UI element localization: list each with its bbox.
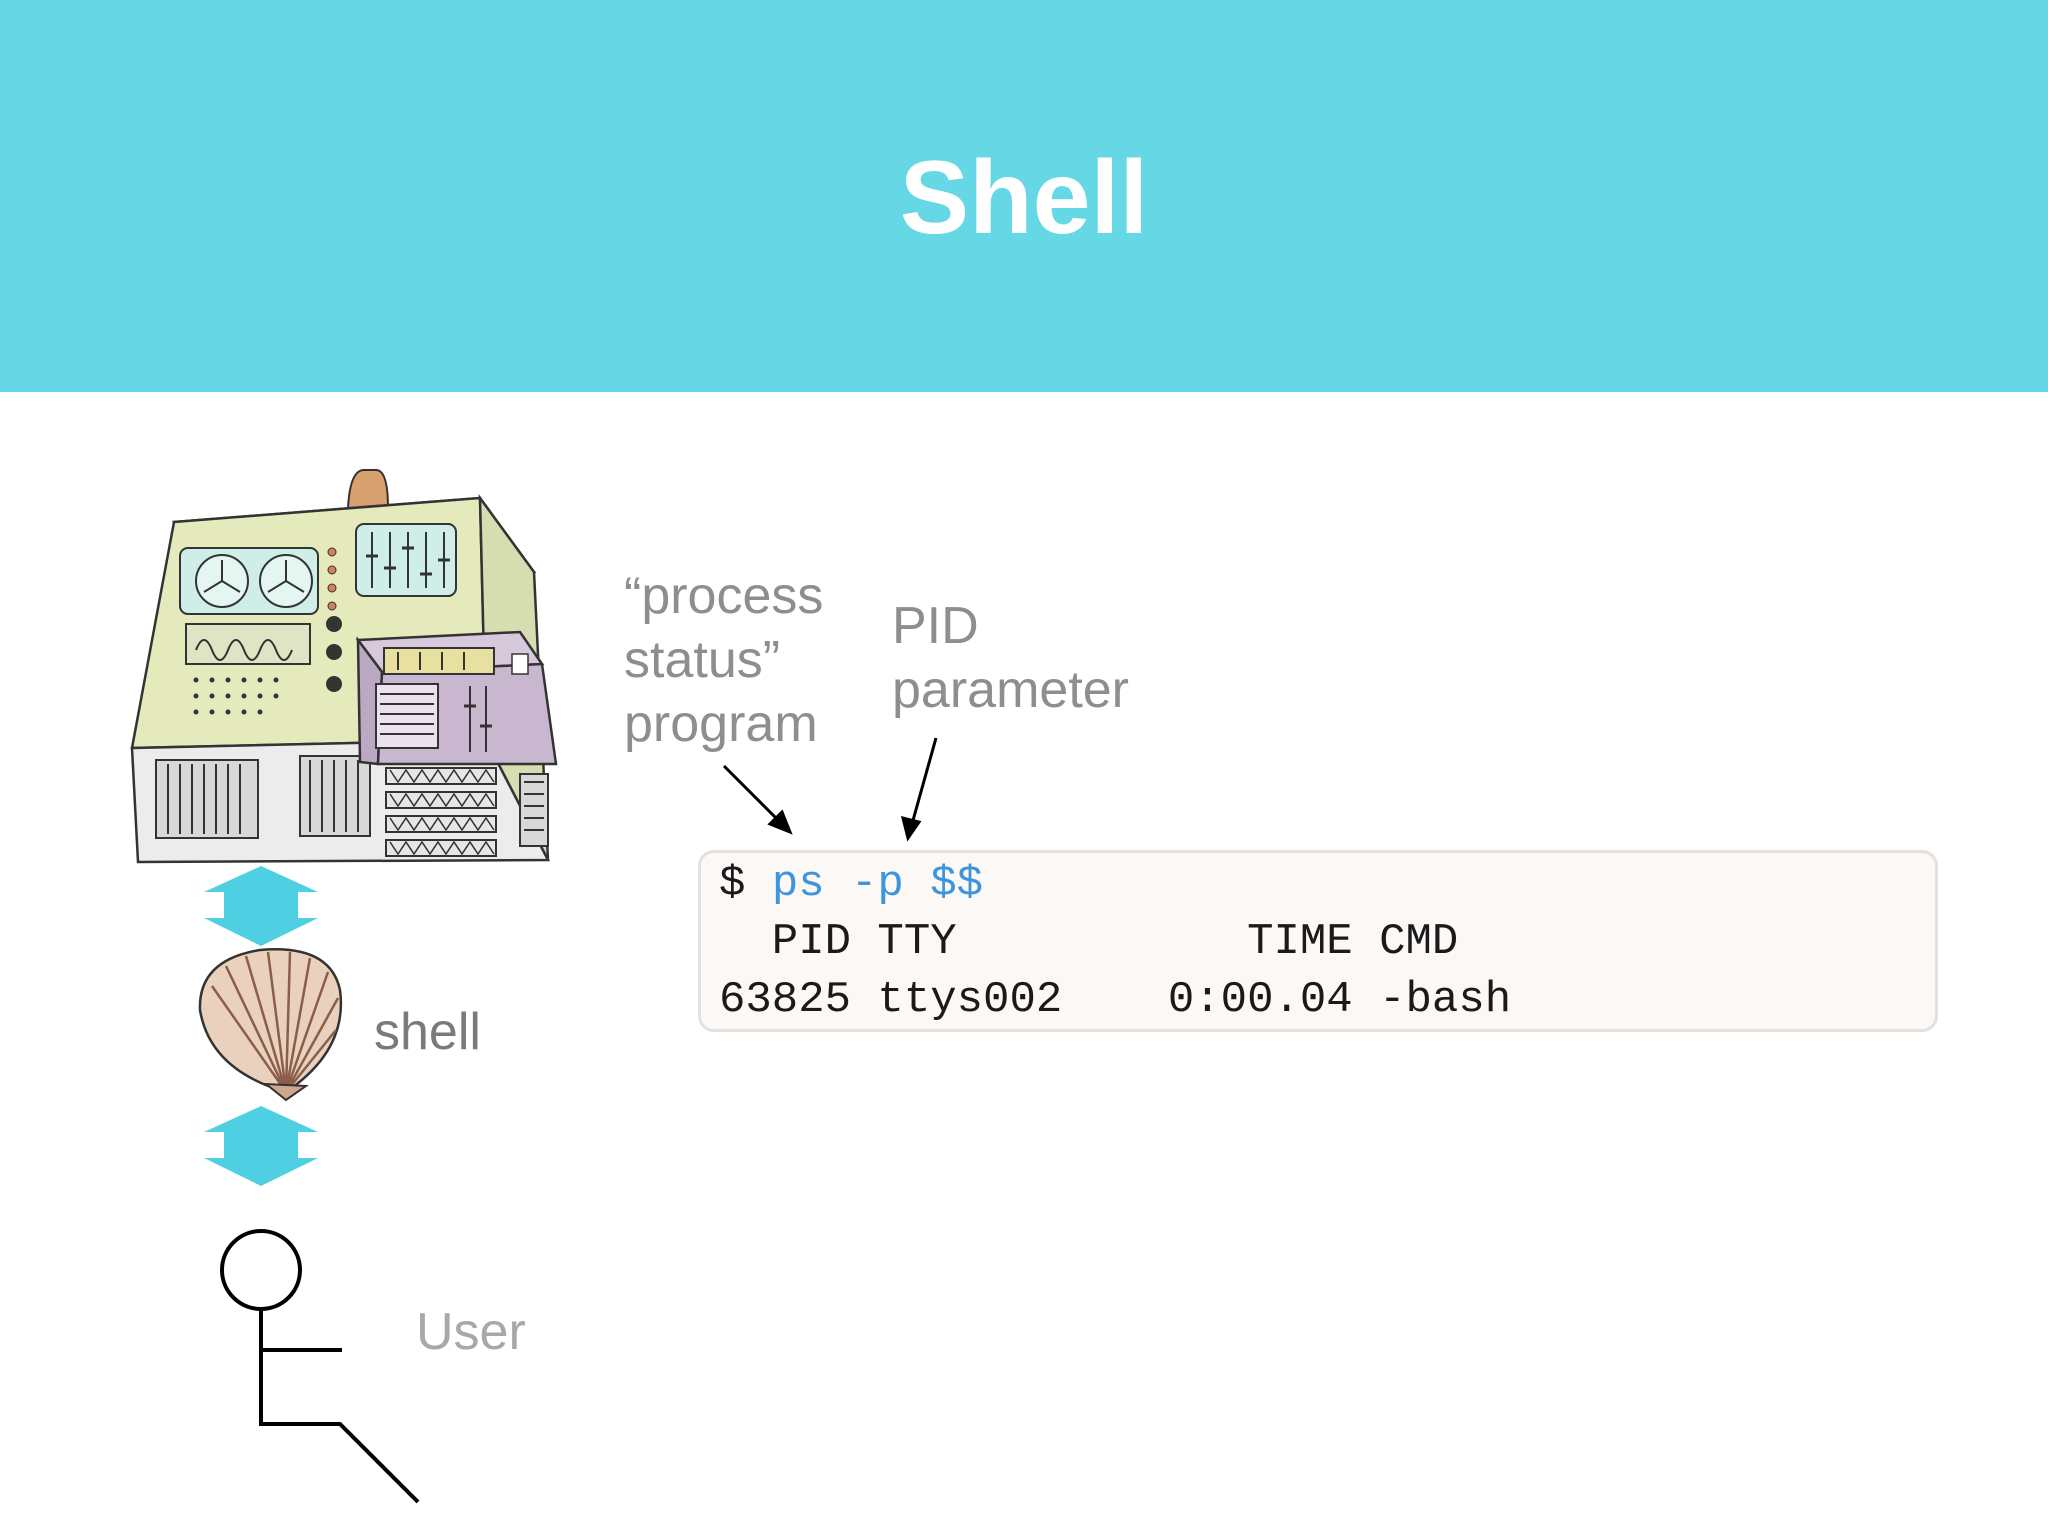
slide-title: Shell — [899, 140, 1149, 256]
command-flag: -p — [851, 859, 904, 909]
stick-figure-icon — [220, 1229, 420, 1504]
prompt: $ — [719, 859, 746, 909]
terminal-output: $ ps -p $$ PID TTY TIME CMD 63825 ttys00… — [698, 850, 1938, 1032]
computer-icon — [130, 469, 558, 864]
shell-label: shell — [374, 1003, 481, 1061]
output-header: PID TTY TIME CMD — [719, 917, 1459, 967]
double-arrow-icon — [204, 866, 318, 1186]
user-label: User — [416, 1303, 526, 1361]
seashell-icon — [198, 948, 343, 1102]
pointer-arrows — [722, 737, 938, 842]
title-banner — [0, 0, 2048, 392]
pid-parameter-label: PID parameter — [892, 597, 1129, 719]
output-row: 63825 ttys002 0:00.04 -bash — [719, 975, 1512, 1025]
command-argument: $$ — [930, 859, 984, 909]
command-line: $ ps -p $$ — [719, 855, 983, 913]
process-status-label: “process status” program — [624, 567, 824, 753]
command-name: ps — [771, 859, 825, 909]
